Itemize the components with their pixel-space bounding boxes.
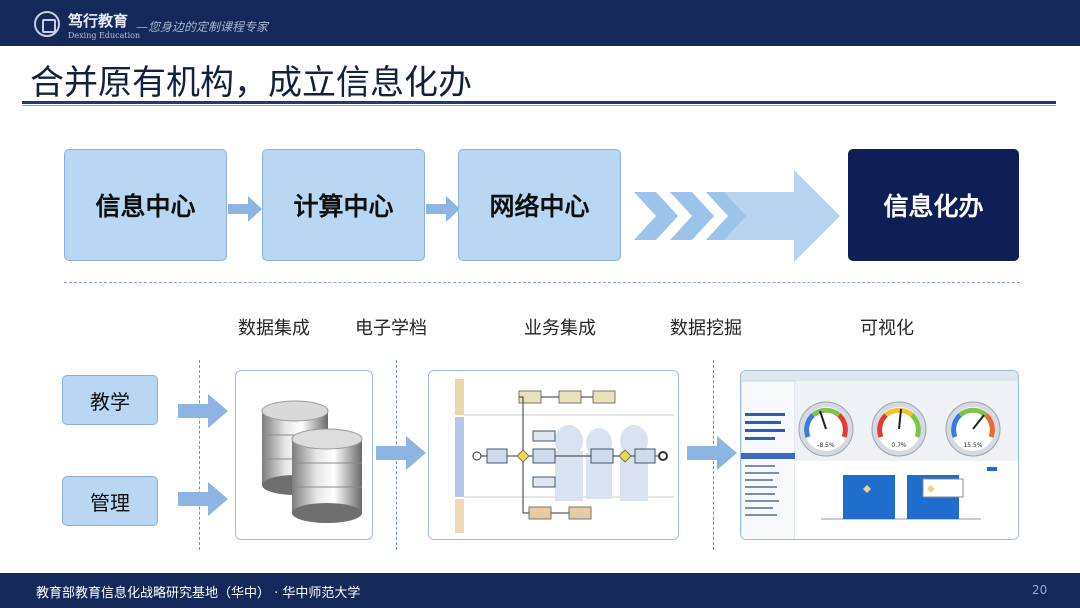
merge-chevron-arrow-icon	[634, 170, 840, 262]
label-e-portfolio: 电子学档	[355, 318, 427, 339]
process-arrow-icon	[687, 436, 737, 470]
footer-bar	[0, 573, 1080, 608]
column-divider	[199, 360, 200, 550]
gauge-value: 15.5%	[963, 442, 982, 449]
input-arrow-icon	[178, 394, 228, 428]
stage-info-center: 信息中心	[64, 149, 227, 261]
stage-informatization-office: 信息化办	[848, 149, 1019, 261]
bpmn-diagram	[455, 379, 674, 533]
stage-computing-center: 计算中心	[262, 149, 425, 261]
input-arrow-icon	[178, 482, 228, 516]
logo-english-name: Dexing Education	[68, 31, 141, 40]
slide-title: 合并原有机构，成立信息化办	[30, 63, 472, 103]
database-icon	[261, 400, 363, 523]
title-underline-thin	[22, 105, 1056, 106]
title-underline	[22, 101, 1056, 104]
label-data-mining: 数据挖掘	[670, 318, 742, 339]
dashboard-screenshot: -8.5% 0.7% 15.5%	[741, 371, 1018, 539]
label-business-integration: 业务集成	[524, 318, 596, 339]
stage-arrow-icon	[228, 196, 262, 222]
gauge-value: 0.7%	[891, 442, 907, 449]
logo-emblem-icon	[34, 11, 60, 37]
page-number: 20	[1032, 583, 1048, 597]
input-teaching: 教学	[62, 375, 158, 425]
dashboard-panel: -8.5% 0.7% 15.5%	[740, 370, 1019, 540]
top-banner	[0, 0, 1080, 46]
label-visualization: 可视化	[860, 318, 914, 339]
footer-text: 教育部教育信息化战略研究基地（华中） · 华中师范大学	[36, 586, 361, 601]
gauge-value: -8.5%	[817, 442, 835, 449]
input-management: 管理	[62, 476, 158, 526]
logo-slogan: —您身边的定制课程专家	[136, 20, 269, 34]
business-process-diagram-panel	[428, 370, 679, 540]
stage-network-center: 网络中心	[458, 149, 621, 261]
label-data-integration: 数据集成	[238, 318, 310, 339]
database-panel	[235, 370, 373, 540]
stage-arrow-icon	[426, 196, 460, 222]
section-divider	[64, 282, 1020, 283]
logo-name: 笃行教育	[68, 12, 129, 30]
process-arrow-icon	[376, 436, 426, 470]
